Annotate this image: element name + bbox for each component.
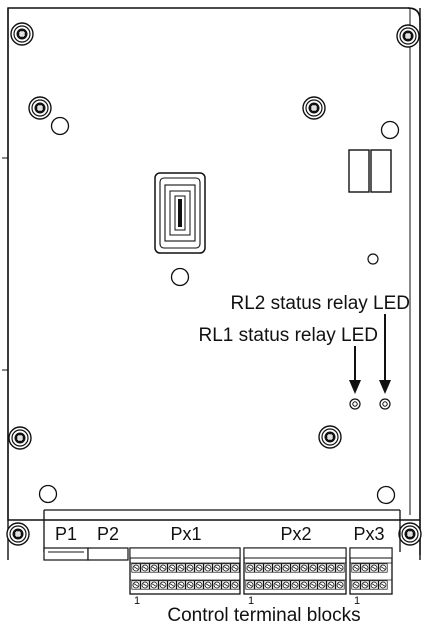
px1-terminal [149, 580, 159, 590]
px2-terminal [335, 580, 345, 590]
hole-3 [170, 267, 190, 287]
px2-terminal [290, 563, 300, 573]
hole-4 [367, 253, 379, 265]
terminal-block-px1 [129, 547, 241, 595]
central-connector [154, 172, 206, 254]
rl2-arrow [379, 314, 391, 394]
px3-terminal [351, 563, 361, 573]
rl1-led-label: RL1 status relay LED [198, 325, 378, 346]
px1-terminal [230, 563, 240, 573]
rl1-led [349, 398, 361, 410]
px1-terminal [221, 563, 231, 573]
px1-terminal [131, 580, 141, 590]
px2-terminal [317, 580, 327, 590]
px2-terminal [263, 563, 273, 573]
screw-lower-right-center [318, 425, 342, 449]
px1-terminal [185, 563, 195, 573]
port-label-px1: Px1 [170, 524, 201, 544]
screw-top-right [396, 24, 420, 48]
px2-terminal [272, 580, 282, 590]
px2-terminal [245, 563, 255, 573]
px2-terminal [272, 563, 282, 573]
screw-lower-left [8, 426, 32, 450]
px2-terminal [245, 580, 255, 590]
terminal-block-px3 [349, 547, 393, 595]
hole-6 [376, 485, 396, 505]
board-top-right-corner [407, 7, 421, 21]
control-terminal-blocks-label: Control terminal blocks [167, 605, 360, 626]
px1-terminal [194, 563, 204, 573]
px1-terminal [158, 563, 168, 573]
relay-rl2 [370, 149, 392, 193]
rl1-arrow [349, 346, 361, 394]
px2-terminal [335, 563, 345, 573]
hole-1 [50, 116, 70, 136]
px2-terminal [281, 563, 291, 573]
px2-terminal [317, 563, 327, 573]
px1-terminal [176, 580, 186, 590]
px1-terminal [230, 580, 240, 590]
px3-terminal [360, 580, 370, 590]
rl2-led [379, 398, 391, 410]
px1-terminal [194, 580, 204, 590]
px2-terminal [254, 580, 264, 590]
px3-terminal [351, 580, 361, 590]
px1-terminal [167, 580, 177, 590]
px2-terminal [326, 563, 336, 573]
screw-upper-left [28, 96, 52, 120]
px1-terminal [212, 563, 222, 573]
px2-terminal [308, 580, 318, 590]
px3-terminal [369, 580, 379, 590]
px2-terminal [299, 563, 309, 573]
px2-terminal [308, 563, 318, 573]
px1-terminal [149, 563, 159, 573]
px1-terminal [176, 563, 186, 573]
px3-terminal [369, 563, 379, 573]
px1-terminal [140, 580, 150, 590]
port-label-px3: Px3 [353, 524, 384, 544]
px2-terminal [299, 580, 309, 590]
port-p1 [43, 547, 89, 561]
px1-terminal [203, 563, 213, 573]
screw-upper-right [302, 96, 326, 120]
port-label-px2: Px2 [280, 524, 311, 544]
px1-terminal [131, 563, 141, 573]
hole-2 [380, 120, 400, 140]
px1-terminal [221, 580, 231, 590]
board-outline [7, 7, 421, 555]
port-label-p1: P1 [55, 524, 77, 544]
px2-terminal [254, 563, 264, 573]
pin-marker-px3: 1 [354, 595, 360, 607]
px2-terminal [326, 580, 336, 590]
px1-terminal [185, 580, 195, 590]
px2-terminal [263, 580, 273, 590]
px2-terminal [290, 580, 300, 590]
px3-terminal [378, 563, 388, 573]
rl2-led-label: RL2 status relay LED [230, 293, 410, 314]
terminal-block-px2 [243, 547, 347, 595]
hole-5 [38, 484, 58, 504]
screw-bottom-right [398, 522, 422, 546]
px3-terminal [360, 563, 370, 573]
px2-terminal [281, 580, 291, 590]
px3-terminal [378, 580, 388, 590]
screw-top-left [10, 22, 34, 46]
screw-bottom-left [6, 522, 30, 546]
port-label-p2: P2 [97, 524, 119, 544]
px1-terminal [203, 580, 213, 590]
port-p2 [87, 547, 129, 561]
pin-marker-px1: 1 [134, 595, 140, 607]
px1-terminal [140, 563, 150, 573]
pin-marker-px2: 1 [248, 595, 254, 607]
px1-terminal [167, 563, 177, 573]
px1-terminal [212, 580, 222, 590]
relay-rl1 [348, 149, 370, 193]
px1-terminal [158, 580, 168, 590]
